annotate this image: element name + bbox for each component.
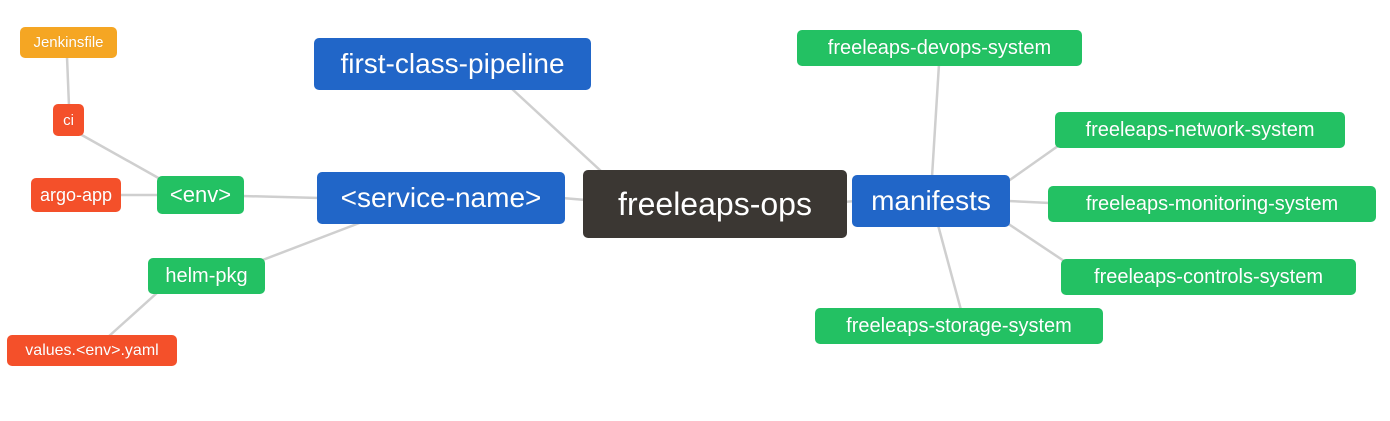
edge-service-name-to-freeleaps-ops <box>560 196 588 202</box>
node-service-name[interactable]: <service-name> <box>317 172 565 224</box>
node-argo-app[interactable]: argo-app <box>31 178 121 212</box>
edge-manifests-to-controls-system <box>1005 221 1066 263</box>
node-controls-system[interactable]: freeleaps-controls-system <box>1061 259 1356 295</box>
node-network-system[interactable]: freeleaps-network-system <box>1055 112 1345 148</box>
edge-ci-to-env <box>78 132 164 182</box>
node-freeleaps-ops[interactable]: freeleaps-ops <box>583 170 847 238</box>
edge-first-class-pipeline-to-freeleaps-ops <box>509 86 604 174</box>
node-values-env-yaml[interactable]: values.<env>.yaml <box>7 335 177 366</box>
node-ci[interactable]: ci <box>53 104 84 136</box>
node-jenkinsfile[interactable]: Jenkinsfile <box>20 27 117 58</box>
node-env[interactable]: <env> <box>157 176 244 214</box>
node-devops-system[interactable]: freeleaps-devops-system <box>797 30 1082 66</box>
edge-jenkinsfile-to-ci <box>65 55 71 108</box>
node-storage-system[interactable]: freeleaps-storage-system <box>815 308 1103 344</box>
edge-service-name-to-helm-pkg <box>258 220 364 263</box>
edge-manifests-to-devops-system <box>930 62 941 179</box>
edge-manifests-to-monitoring-system <box>1006 199 1052 205</box>
edge-manifests-to-storage-system <box>936 223 963 312</box>
edge-manifests-to-network-system <box>1005 144 1060 184</box>
node-monitoring-system[interactable]: freeleaps-monitoring-system <box>1048 186 1376 222</box>
node-helm-pkg[interactable]: helm-pkg <box>148 258 265 294</box>
edge-env-to-service-name <box>240 194 322 200</box>
edge-helm-pkg-to-values-env-yaml <box>106 290 160 339</box>
node-manifests[interactable]: manifests <box>852 175 1010 227</box>
node-first-class-pipeline[interactable]: first-class-pipeline <box>314 38 591 90</box>
